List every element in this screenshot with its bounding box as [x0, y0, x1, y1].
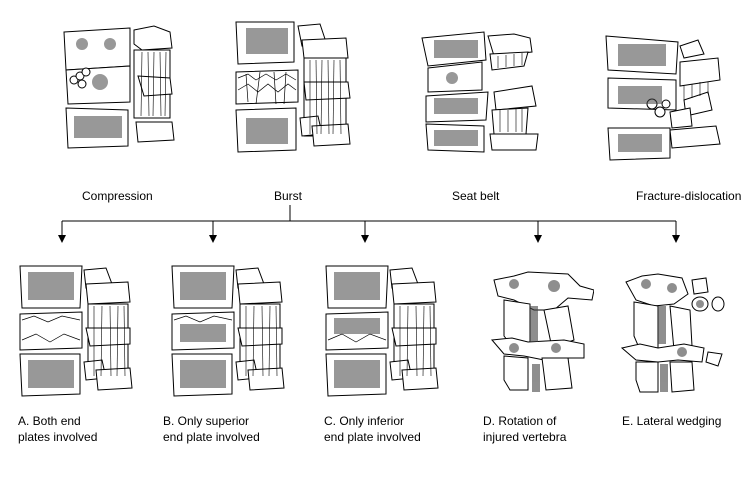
label-fracture-dislocation: Fracture-dislocation	[636, 189, 742, 203]
label-subtype-c-line1: C. Only inferior	[324, 414, 405, 428]
burst-subtype-d-illustration	[484, 270, 594, 395]
burst-fracture-illustration	[226, 18, 356, 158]
label-subtype-d-line1: D. Rotation of	[483, 414, 557, 428]
label-subtype-a-line2: plates involved	[18, 430, 98, 444]
label-subtype-d-line2: injured vertebra	[483, 430, 567, 444]
burst-subtype-b-illustration	[166, 262, 286, 400]
label-subtype-b-line2: end plate involved	[163, 430, 260, 444]
connector-drop-c	[361, 221, 369, 243]
label-seat-belt: Seat belt	[452, 189, 500, 203]
connector-drop-b	[209, 221, 217, 243]
connector-drop-d	[534, 221, 542, 243]
fracture-dislocation-illustration	[600, 30, 728, 165]
burst-subtype-c-illustration	[320, 262, 440, 400]
connector-drop-a	[58, 221, 66, 243]
seat-belt-fracture-illustration	[418, 30, 546, 155]
label-subtype-b: B. Only superior end plate involved	[163, 413, 260, 445]
label-subtype-b-line1: B. Only superior	[163, 414, 250, 428]
label-compression: Compression	[82, 189, 153, 203]
label-subtype-a: A. Both end plates involved	[18, 413, 97, 445]
burst-subtype-a-illustration	[14, 262, 134, 400]
label-subtype-c: C. Only inferior end plate involved	[324, 413, 421, 445]
label-subtype-d: D. Rotation of injured vertebra	[483, 413, 566, 445]
label-burst: Burst	[274, 189, 303, 203]
label-subtype-a-line1: A. Both end	[18, 414, 81, 428]
label-subtype-e-line1: E. Lateral wedging	[622, 414, 722, 428]
burst-subtype-e-illustration	[618, 270, 730, 395]
compression-fracture-illustration	[52, 18, 192, 153]
connector-drop-e	[672, 221, 680, 243]
label-subtype-e: E. Lateral wedging	[622, 413, 721, 429]
label-subtype-c-line2: end plate involved	[324, 430, 421, 444]
